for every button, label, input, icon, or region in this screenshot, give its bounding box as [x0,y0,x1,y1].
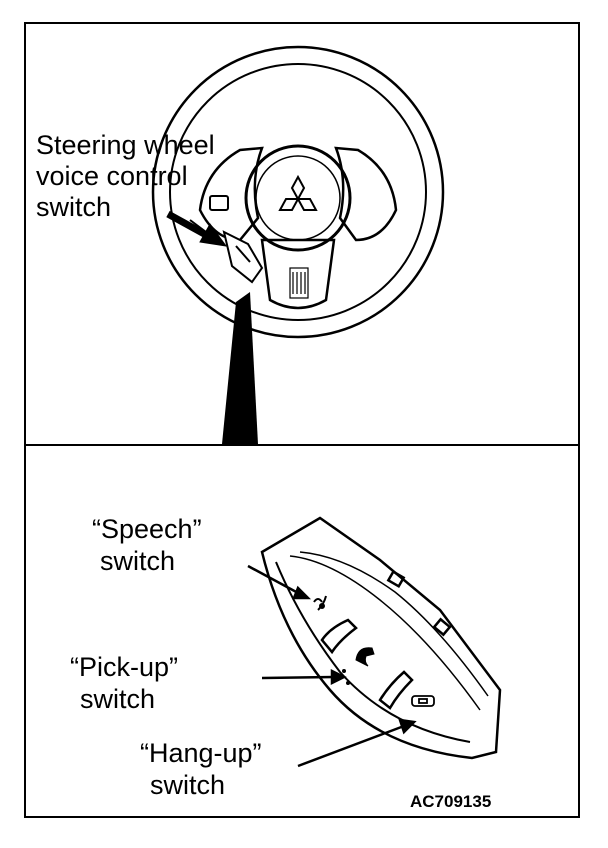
speech-switch-label-line1: “Speech” [92,514,202,544]
voice-control-switch [209,195,264,284]
pointer-arrow [166,210,228,247]
pickup-switch-label-line2: switch [80,684,156,714]
steering-switch-label-line1: Steering wheel [36,130,215,160]
hangup-phone-icon [411,695,435,707]
pickup-leader [261,668,347,686]
steering-leader [189,219,207,233]
figure-frame [24,22,580,818]
hangup-switch-label-line1: “Hang-up” [140,738,262,768]
steering-switch-label-line3: switch [36,192,112,222]
pickup-switch-label-line1: “Pick-up” [70,652,179,682]
speech-leader [247,564,312,600]
steering-switch-label-line2: voice control [36,161,188,191]
speech-icon [313,595,327,611]
switch-housing [260,516,502,760]
zoom-wedge [222,292,258,444]
hangup-switch-label-line2: switch [150,770,226,800]
panel-divider [24,444,580,446]
figure-code: AC709135 [410,792,492,811]
steering-wheel [151,45,445,339]
speech-switch-label-line2: switch [100,546,176,576]
lower-spoke-grille [289,267,309,299]
hangup-leader [297,718,417,768]
mitsubishi-logo-icon [278,174,318,211]
pickup-phone-icon [355,647,375,667]
